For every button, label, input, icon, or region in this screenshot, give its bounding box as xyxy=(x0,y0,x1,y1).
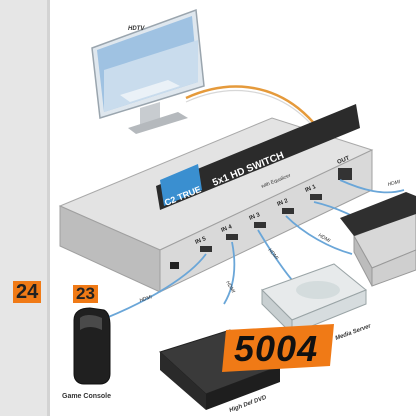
cable-label-2: HDMI xyxy=(224,280,236,295)
port-label-out: OUT xyxy=(337,155,351,165)
badge-right: 23 xyxy=(73,285,98,303)
media-server-icon xyxy=(261,263,367,336)
badge-center: 5004 xyxy=(222,324,338,372)
port-label-in2: IN 2 xyxy=(277,198,290,208)
game-console-icon xyxy=(73,307,111,385)
media-server-label: Media Server xyxy=(335,323,373,342)
badge-center-shape xyxy=(222,324,334,372)
left-sidebar-band xyxy=(0,0,50,416)
hd-switch-device xyxy=(58,104,374,293)
port-label-in1: IN 1 xyxy=(305,184,318,194)
badge-center-text: 5004 xyxy=(234,328,319,369)
badge-left: 24 xyxy=(13,281,42,303)
port-label-in4: IN 4 xyxy=(221,224,234,234)
game-console-label: Game Console xyxy=(62,393,111,400)
port-label-in5: IN 5 xyxy=(195,236,208,246)
cable-label-1: HDMI xyxy=(139,294,154,304)
mid-right-device-icon xyxy=(340,192,416,236)
hdtv-label: HDTV xyxy=(128,26,145,32)
hdtv-icon xyxy=(91,8,205,134)
cable-label-5: HDMI xyxy=(387,179,401,188)
top-right-device-icon xyxy=(353,211,416,287)
port-label-in3: IN 3 xyxy=(249,212,262,222)
cable-label-4: HDMI xyxy=(317,233,332,245)
